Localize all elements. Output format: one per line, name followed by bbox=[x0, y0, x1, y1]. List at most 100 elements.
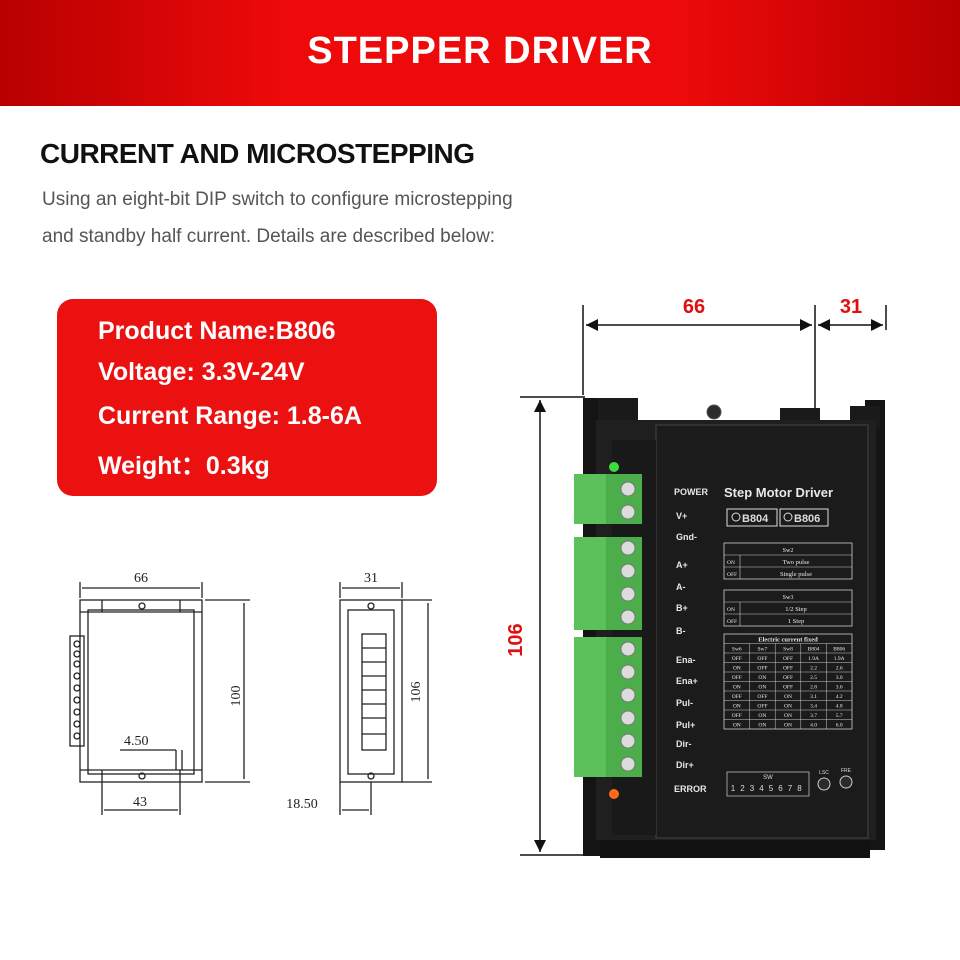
sw-table-state: OFF bbox=[727, 572, 737, 578]
current-table-cell: 3.7 bbox=[810, 713, 817, 719]
current-table-cell: 6.0 bbox=[836, 723, 843, 729]
dim-side-offset: 18.50 bbox=[286, 797, 318, 812]
dim-side-width: 31 bbox=[364, 571, 378, 586]
pin-label: Dir+ bbox=[676, 760, 694, 770]
pin-label: Ena- bbox=[676, 655, 696, 665]
current-table-cell: ON bbox=[784, 723, 792, 729]
pin-label: Dir- bbox=[676, 739, 692, 749]
current-table-cell: 3.6 bbox=[836, 685, 843, 691]
current-table-cell: OFF bbox=[757, 656, 767, 662]
dip-number: 5 bbox=[769, 784, 774, 793]
spec-box: Product Name:B806 Voltage: 3.3V-24V Curr… bbox=[57, 299, 437, 496]
spec-current-range: Current Range: 1.8-6A bbox=[98, 402, 362, 430]
dip-number: 1 bbox=[731, 784, 736, 793]
current-table-header: Sw6 bbox=[732, 647, 742, 653]
current-table-cell: 2.8 bbox=[810, 685, 817, 691]
spec-weight: Weight：0.3kg bbox=[98, 452, 270, 480]
current-table-cell: 4.8 bbox=[836, 704, 843, 710]
dip-number: 4 bbox=[759, 784, 764, 793]
sw-table-value: 1 Step bbox=[788, 618, 804, 625]
pot-label-1: LSC bbox=[819, 770, 829, 776]
current-table-cell: 3.4 bbox=[810, 704, 817, 710]
current-table-cell: 3.0 bbox=[836, 675, 843, 681]
current-table-cell: OFF bbox=[783, 656, 793, 662]
current-table-cell: 3.1 bbox=[810, 694, 817, 700]
current-table-cell: 1.9A bbox=[834, 656, 845, 662]
sw-table-value: Single pulse bbox=[780, 571, 812, 578]
dim-hole-offset: 4.50 bbox=[124, 734, 149, 749]
current-table-title: Electric current fixed bbox=[758, 637, 818, 644]
dip-number: 7 bbox=[788, 784, 793, 793]
product-width-label: 66 bbox=[683, 296, 705, 318]
current-table-cell: 4.2 bbox=[836, 694, 843, 700]
current-table-cell: OFF bbox=[732, 675, 742, 681]
current-table-cell: ON bbox=[784, 694, 792, 700]
dip-number: 2 bbox=[740, 784, 745, 793]
product-height-label: 106 bbox=[505, 623, 527, 656]
sw-table-border bbox=[723, 542, 853, 580]
sw-table-value: Two pulse bbox=[783, 559, 810, 566]
side-view-drawing bbox=[339, 582, 432, 815]
pin-label: B+ bbox=[676, 603, 688, 613]
current-table-cell: OFF bbox=[732, 694, 742, 700]
current-table-cell: ON bbox=[733, 685, 741, 691]
product-depth-label: 31 bbox=[840, 296, 862, 318]
current-table-header: Sw7 bbox=[758, 647, 768, 653]
current-table-cell: ON bbox=[733, 704, 741, 710]
label-error: ERROR bbox=[674, 784, 707, 794]
banner-title: STEPPER DRIVER bbox=[307, 30, 653, 72]
pin-label: Pul+ bbox=[676, 720, 695, 730]
sw-table-state: ON bbox=[727, 560, 735, 566]
current-table-cell: 5.7 bbox=[836, 713, 843, 719]
current-table-cell: OFF bbox=[732, 713, 742, 719]
model-boxes: B804 B806 bbox=[726, 508, 829, 527]
front-view-drawing bbox=[69, 582, 250, 815]
label-power: POWER bbox=[674, 487, 709, 497]
sw-table-state: ON bbox=[727, 607, 735, 613]
pin-label: B- bbox=[676, 626, 686, 636]
pot-label-2: FRE bbox=[841, 768, 852, 774]
dip-number: 8 bbox=[797, 784, 802, 793]
current-table-cell: 1.9A bbox=[808, 656, 819, 662]
dim-front-height: 100 bbox=[229, 686, 244, 707]
current-table-cell: OFF bbox=[757, 704, 767, 710]
current-table-cell: ON bbox=[758, 723, 766, 729]
driver-body bbox=[583, 398, 885, 858]
spec-voltage: Voltage: 3.3V-24V bbox=[98, 358, 305, 386]
current-table-cell: OFF bbox=[783, 666, 793, 672]
current-table-cell: ON bbox=[758, 713, 766, 719]
sw-label: SW bbox=[763, 775, 773, 781]
dim-hole-spacing: 43 bbox=[133, 795, 147, 810]
spec-product-name: Product Name:B806 bbox=[98, 317, 336, 345]
dip-number: 6 bbox=[778, 784, 783, 793]
current-table-cell: ON bbox=[733, 666, 741, 672]
pin-label: Ena+ bbox=[676, 676, 698, 686]
pin-label: A+ bbox=[676, 560, 688, 570]
sw-table-header: Sw3 bbox=[783, 595, 794, 601]
model-a-label: B804 bbox=[742, 513, 769, 525]
current-table-cell: OFF bbox=[757, 694, 767, 700]
dip-number: 3 bbox=[750, 784, 755, 793]
current-table-cell: ON bbox=[758, 685, 766, 691]
sw-table-state: OFF bbox=[727, 619, 737, 625]
sw-table-value: 1/2 Step bbox=[785, 606, 807, 613]
pin-label: Pul- bbox=[676, 698, 693, 708]
current-table-cell: ON bbox=[784, 704, 792, 710]
dim-side-height: 106 bbox=[409, 682, 424, 703]
header-banner: STEPPER DRIVER bbox=[0, 0, 960, 106]
pin-label: A- bbox=[676, 582, 686, 592]
current-table-header: B804 bbox=[808, 647, 820, 653]
current-table-header: Sw8 bbox=[783, 647, 793, 653]
current-table-cell: 2.2 bbox=[810, 666, 817, 672]
pin-labels: V+Gnd-A+A-B+B-Ena-Ena+Pul-Pul+Dir-Dir+ bbox=[676, 511, 698, 770]
model-b-label: B806 bbox=[794, 513, 820, 525]
current-table-cell: ON bbox=[758, 675, 766, 681]
current-table-cell: OFF bbox=[783, 675, 793, 681]
current-table-cell: OFF bbox=[757, 666, 767, 672]
panel-title: Step Motor Driver bbox=[724, 485, 833, 500]
terminal-blocks bbox=[574, 462, 642, 799]
current-table-cell: 2.5 bbox=[810, 675, 817, 681]
